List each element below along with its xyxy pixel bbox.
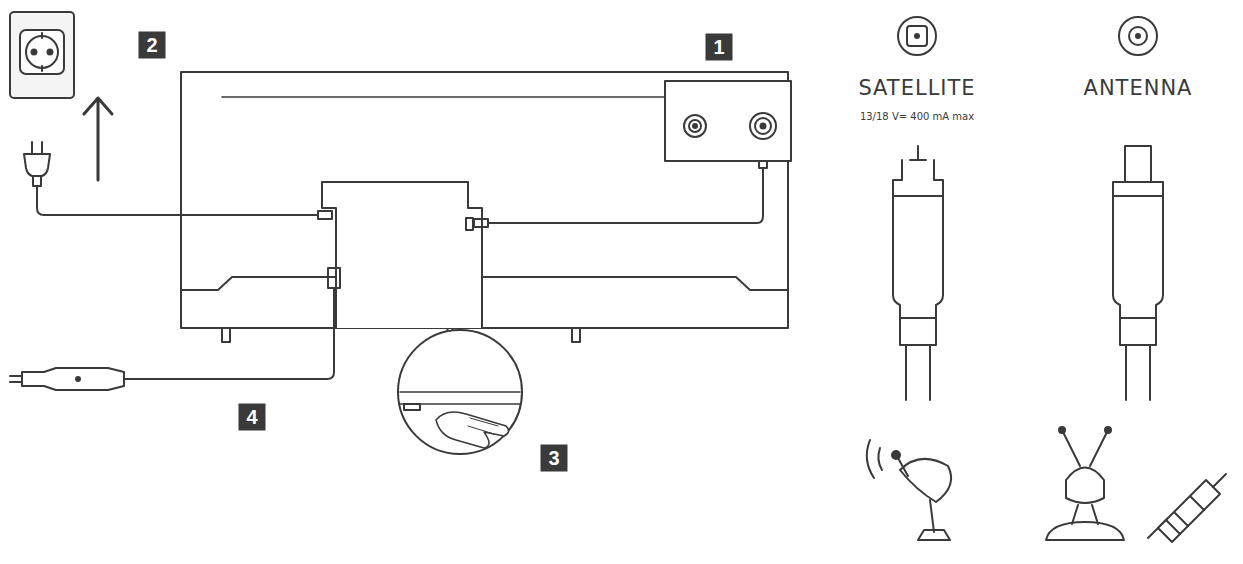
callout-number: 3 bbox=[541, 445, 568, 472]
callout-number: 1 bbox=[706, 34, 733, 61]
connector-panel bbox=[665, 81, 791, 161]
indoor-antenna bbox=[1046, 427, 1124, 540]
connector-name: ANTENNA bbox=[1084, 76, 1193, 100]
coax-cable-icon bbox=[1148, 474, 1226, 542]
callout-number: 4 bbox=[239, 404, 266, 431]
satellite-dish bbox=[867, 440, 951, 540]
wall-outlet bbox=[10, 12, 74, 98]
button-magnifier bbox=[398, 329, 522, 454]
voltage-rating: 13/18 V= 400 mA max bbox=[860, 111, 974, 122]
callout-number: 2 bbox=[139, 32, 166, 59]
antenna-connector bbox=[1113, 17, 1163, 400]
satellite-connector bbox=[893, 17, 943, 400]
mains-plug bbox=[24, 142, 332, 219]
car-adapter bbox=[10, 268, 340, 390]
connector-name: SATELLITE bbox=[858, 76, 975, 100]
insert-arrow bbox=[84, 98, 112, 180]
